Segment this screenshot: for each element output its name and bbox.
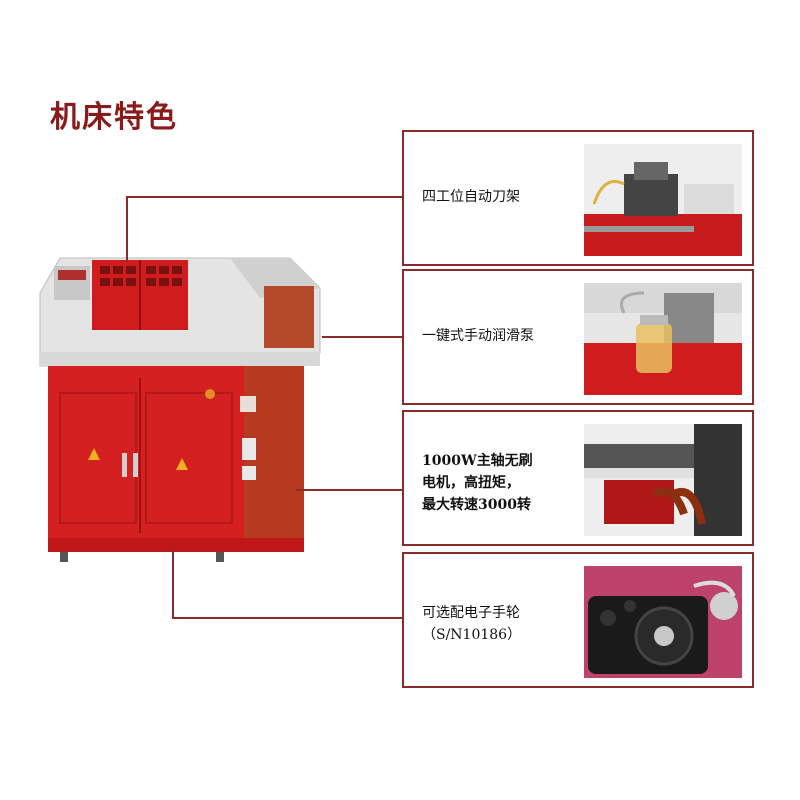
connector-line-2 xyxy=(322,336,402,338)
page-title: 机床特色 xyxy=(50,100,178,135)
handwheel-photo xyxy=(584,566,742,678)
lathe-machine-illustration xyxy=(30,248,330,578)
feature-label: 四工位自动刀架 xyxy=(422,189,520,205)
feature-label-line2: （S/N10186） xyxy=(422,627,522,643)
feature-panel-handwheel: 可选配电子手轮 （S/N10186） xyxy=(402,552,754,688)
feature-label-line3: 最大转速3000转 xyxy=(422,497,531,513)
feature-label-line2: 电机，高扭矩， xyxy=(422,475,520,491)
tool-post-photo xyxy=(584,144,742,256)
connector-line-1-vertical xyxy=(126,196,128,262)
connector-line-3 xyxy=(296,489,402,491)
feature-label: 一键式手动润滑泵 xyxy=(422,328,534,344)
feature-panel-tool-post: 四工位自动刀架 xyxy=(402,130,754,266)
feature-label-line1: 1000W主轴无刷 xyxy=(422,453,533,469)
feature-label-line1: 可选配电子手轮 xyxy=(422,605,520,621)
connector-line-1-horizontal xyxy=(126,196,402,198)
spindle-motor-photo xyxy=(584,424,742,536)
lubrication-pump-photo xyxy=(584,283,742,395)
feature-panel-lubrication-pump: 一键式手动润滑泵 xyxy=(402,269,754,405)
connector-line-4-vertical xyxy=(172,548,174,618)
feature-panel-spindle-motor: 1000W主轴无刷 电机，高扭矩， 最大转速3000转 xyxy=(402,410,754,546)
connector-line-4-horizontal xyxy=(172,617,402,619)
